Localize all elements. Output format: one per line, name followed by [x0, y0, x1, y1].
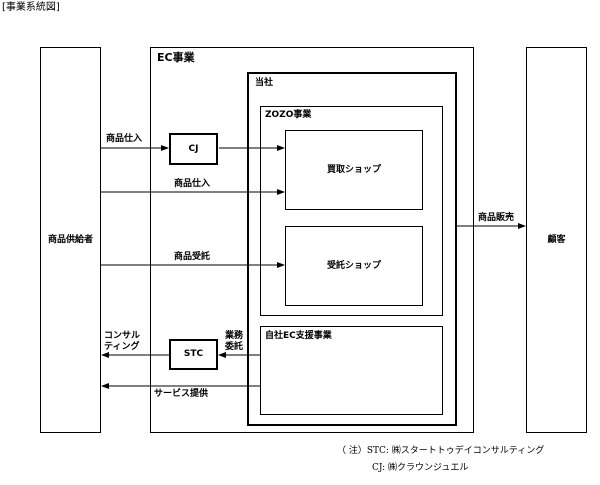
purchase-label-1: 商品仕入	[106, 134, 143, 144]
customer-label: 顧客	[547, 234, 566, 245]
cj-label: CJ	[188, 143, 199, 154]
buying-shop-label: 買取ショップ	[326, 164, 381, 175]
ec-business-label: EC事業	[157, 51, 195, 64]
zozo-business-label: ZOZO事業	[265, 110, 312, 120]
consignment-shop-box: 受託ショップ	[285, 226, 423, 306]
footnote-cj: CJ: ㈱クラウンジュエル	[372, 463, 469, 473]
stc-box: STC	[169, 339, 218, 370]
footnote-stc: （ 注）STC: ㈱スタートトゥデイコンサルティング	[337, 446, 545, 456]
purchase-label-2: 商品仕入	[174, 179, 211, 189]
outsourcing-label-line2: 委託	[225, 342, 244, 352]
outsourcing-label-line1: 業務	[225, 331, 244, 341]
own-ec-support-label: 自社EC支援事業	[265, 331, 332, 341]
services-label: サービス提供	[154, 389, 209, 399]
company-label: 当社	[255, 78, 274, 88]
cj-box: CJ	[169, 133, 218, 165]
stc-label: STC	[183, 349, 204, 359]
supplier-label: 商品供給者	[47, 234, 93, 245]
consignment-label: 商品受託	[174, 252, 211, 262]
buying-shop-box: 買取ショップ	[285, 130, 423, 210]
own-ec-support-box: 自社EC支援事業	[260, 326, 443, 415]
sales-label: 商品販売	[478, 213, 515, 223]
consulting-label-line1: コンサル	[104, 331, 141, 341]
supplier-box: 商品供給者	[40, 47, 101, 433]
diagram-caption: [事業系統図]	[2, 2, 60, 13]
customer-box: 顧客	[526, 47, 587, 433]
consulting-label-line2: ティング	[104, 342, 140, 352]
consignment-shop-label: 受託ショップ	[326, 260, 381, 271]
